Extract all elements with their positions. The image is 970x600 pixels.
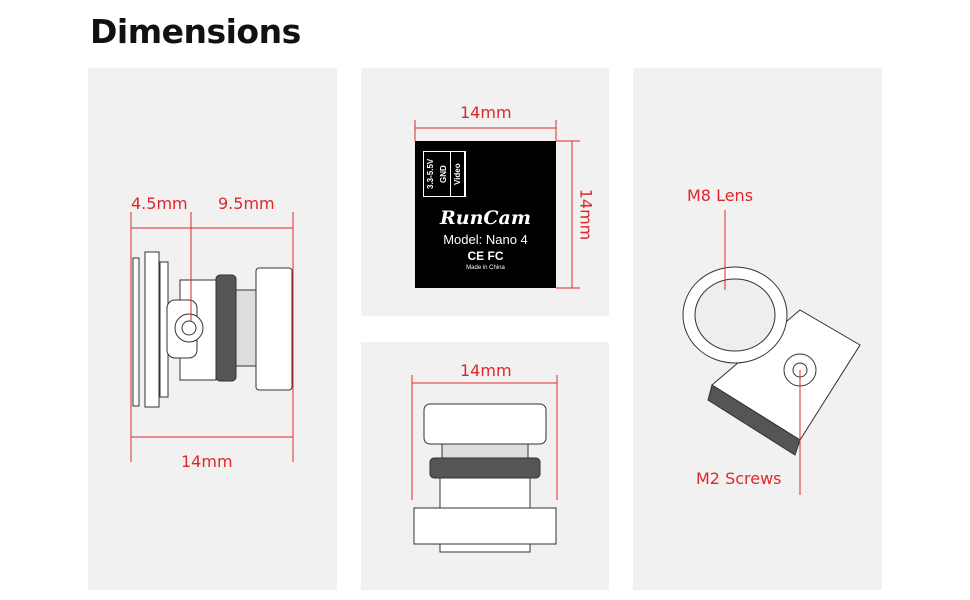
iso-view-leader-lines: [724, 210, 801, 495]
side-right-dimension: 9.5mm: [218, 194, 275, 213]
front-width-dimension: 14mm: [460, 361, 512, 380]
pin-power: 3.3-5.5V: [426, 158, 435, 190]
made-in-text: Made in China: [466, 265, 505, 271]
camera-back-label: 3.3-5.5V GND Video RunCam Model: Nano 4 …: [415, 141, 556, 288]
page-title: Dimensions: [90, 12, 301, 51]
pin-labels: 3.3-5.5V GND Video: [423, 151, 466, 197]
certification-marks: CE FC: [467, 249, 504, 263]
back-width-dimension: 14mm: [460, 103, 512, 122]
side-view-camera-drawing: [132, 251, 293, 408]
pin-video: Video: [451, 152, 465, 196]
brand-logo: RunCam: [440, 207, 531, 229]
front-view-dimension-lines: [411, 375, 558, 500]
pin-gnd: GND: [437, 152, 451, 196]
model-text: Model: Nano 4: [443, 232, 528, 247]
side-total-dimension: 14mm: [181, 452, 233, 471]
iso-view-camera-drawing: [682, 266, 861, 456]
screws-label: M2 Screws: [696, 469, 782, 488]
lens-label: M8 Lens: [687, 186, 754, 205]
front-view-camera-drawing: [413, 403, 557, 553]
side-left-dimension: 4.5mm: [131, 194, 188, 213]
back-height-dimension: 14mm: [576, 188, 596, 241]
side-view-dimension-lines: [130, 212, 294, 462]
back-view-dimension-lines: [414, 120, 580, 289]
